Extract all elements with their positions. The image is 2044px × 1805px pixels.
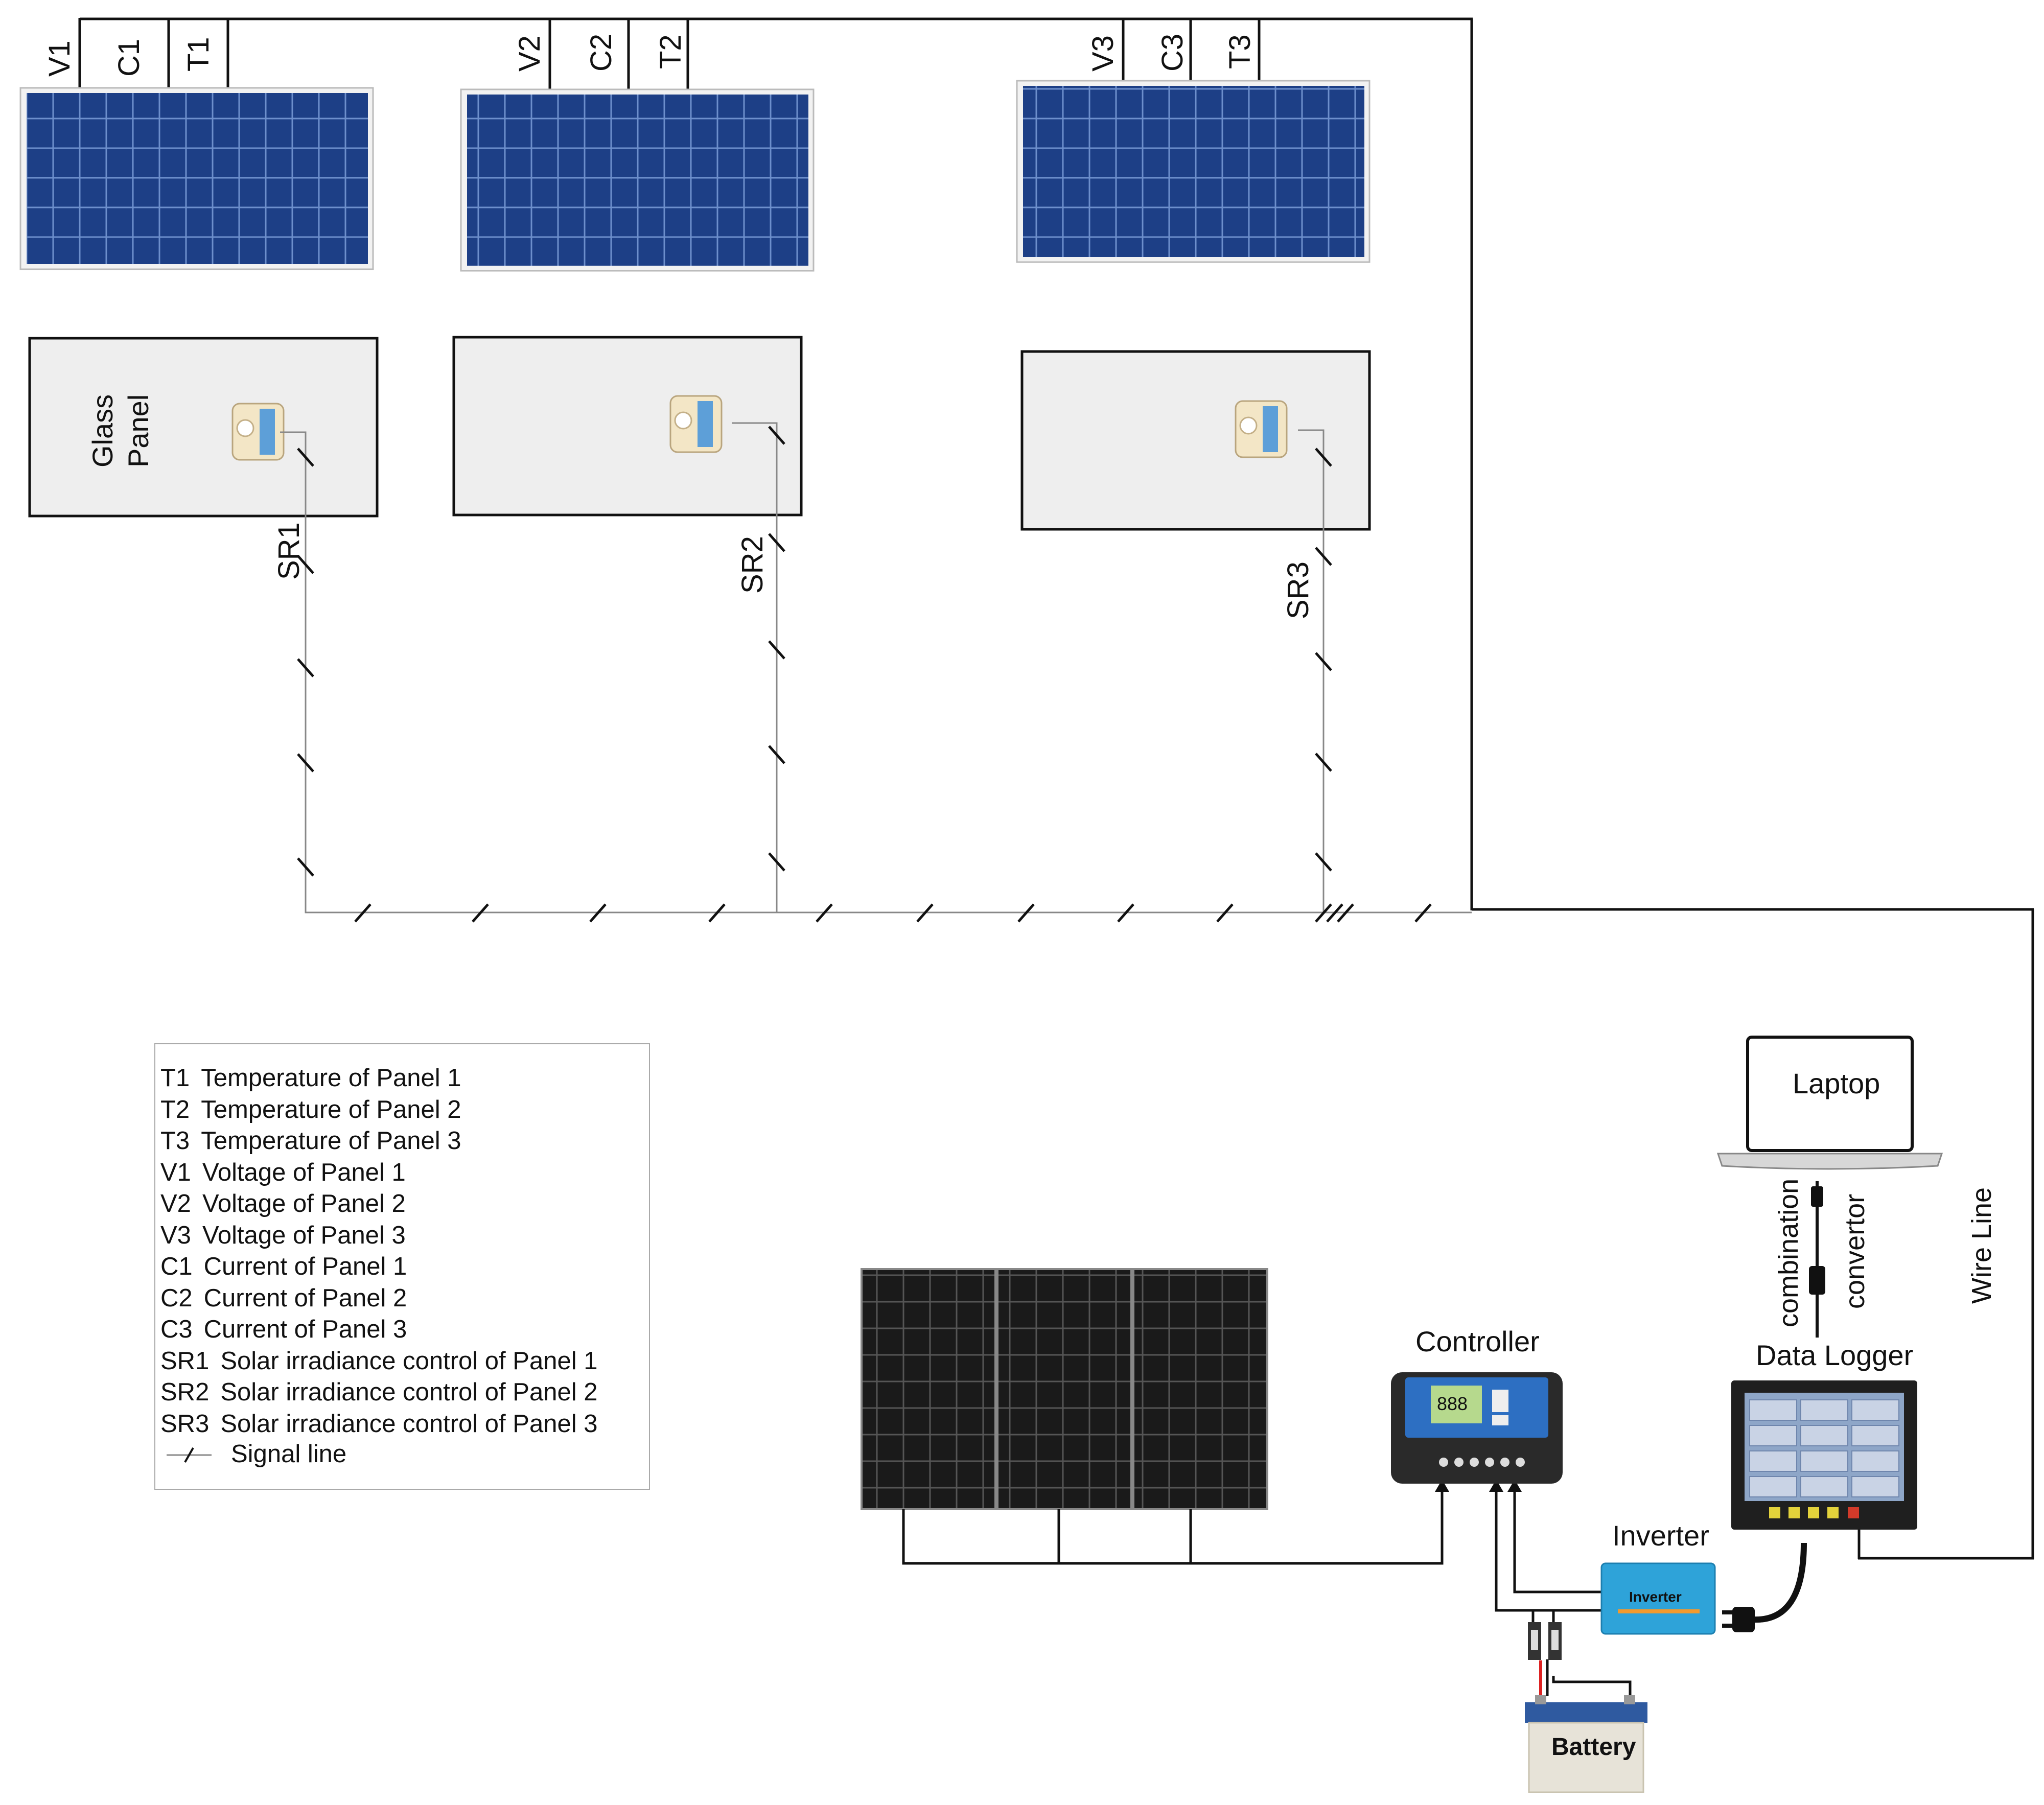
legend-code: C3 xyxy=(160,1316,193,1343)
legend-row: SR1 Solar irradiance control of Panel 1 xyxy=(160,1346,649,1377)
legend-row: T1 Temperature of Panel 1 xyxy=(160,1063,649,1094)
label-t1: T1 xyxy=(182,37,215,72)
label-t2: T2 xyxy=(654,34,687,69)
label-v3: V3 xyxy=(1086,35,1120,72)
glass-panel-1: Glass Panel xyxy=(28,337,379,518)
legend-row: C1 Current of Panel 1 xyxy=(160,1251,649,1283)
legend-code: C2 xyxy=(160,1284,193,1312)
pv-panel-3 xyxy=(1016,80,1371,263)
power-wiring xyxy=(902,1488,1632,1700)
data-logger-label: Data Logger xyxy=(1756,1339,1913,1371)
convertor-label: convertor xyxy=(1840,1194,1870,1309)
legend-row: C2 Current of Panel 2 xyxy=(160,1283,649,1315)
power-plug-icon xyxy=(1722,1542,1807,1632)
legend-row: T3 Temperature of Panel 3 xyxy=(160,1126,649,1157)
legend-text: Voltage of Panel 3 xyxy=(202,1221,406,1249)
signal-line-icon xyxy=(167,1447,212,1463)
label-c3: C3 xyxy=(1156,34,1189,72)
inverter-badge: Inverter xyxy=(1629,1589,1682,1605)
legend-code: C1 xyxy=(160,1253,193,1280)
legend-text: Voltage of Panel 2 xyxy=(202,1190,406,1217)
laptop-icon xyxy=(1716,1036,1943,1170)
legend-signal-row: Signal line xyxy=(160,1440,649,1468)
legend-row: SR2 Solar irradiance control of Panel 2 xyxy=(160,1377,649,1409)
legend-text: Temperature of Panel 2 xyxy=(201,1095,461,1123)
legend-code: SR1 xyxy=(160,1347,210,1375)
measurement-wires xyxy=(78,17,2034,1560)
legend-code: SR2 xyxy=(160,1378,210,1406)
label-v2: V2 xyxy=(513,35,546,72)
label-c2: C2 xyxy=(585,34,618,72)
wire-line-label: Wire Line xyxy=(1966,1187,1997,1304)
label-c1: C1 xyxy=(112,39,146,77)
legend-signal-text: Signal line xyxy=(231,1440,347,1468)
label-sr2: SR2 xyxy=(736,536,769,594)
legend-code: T3 xyxy=(160,1127,190,1155)
label-sr3: SR3 xyxy=(1282,561,1315,619)
label-sr1: SR1 xyxy=(272,522,306,580)
glass-panel-label-line2: Panel xyxy=(122,394,154,467)
legend-text: Temperature of Panel 1 xyxy=(201,1064,461,1092)
pv-panel-1 xyxy=(19,87,374,270)
legend-text: Current of Panel 3 xyxy=(203,1316,407,1343)
signal-lines xyxy=(280,422,1472,913)
label-t3: T3 xyxy=(1223,34,1257,69)
legend-text: Current of Panel 2 xyxy=(203,1284,407,1312)
measurement-labels: V1 C1 T1 V2 C2 T2 V3 C3 T3 xyxy=(43,34,1257,77)
label-v1: V1 xyxy=(43,40,76,77)
data-logger-icon xyxy=(1731,1380,1917,1530)
legend-text: Temperature of Panel 3 xyxy=(201,1127,461,1155)
glass-panel-label-line1: Glass xyxy=(86,394,119,467)
glass-panel-3 xyxy=(1020,350,1371,531)
laptop-label: Laptop xyxy=(1793,1067,1880,1099)
legend-text: Solar irradiance control of Panel 1 xyxy=(220,1347,598,1375)
controller-label: Controller xyxy=(1415,1325,1540,1357)
legend-row: C3 Current of Panel 3 xyxy=(160,1314,649,1346)
irradiance-sensor-3-icon xyxy=(1235,400,1288,458)
inverter-icon: Inverter xyxy=(1600,1562,1716,1635)
legend-text: Voltage of Panel 1 xyxy=(202,1158,406,1186)
legend-text: Solar irradiance control of Panel 2 xyxy=(220,1378,598,1406)
legend-code: T1 xyxy=(160,1064,190,1092)
legend-row: SR3 Solar irradiance control of Panel 3 xyxy=(160,1409,649,1440)
controller-arrows xyxy=(1435,1480,1522,1492)
legend-text: Solar irradiance control of Panel 3 xyxy=(220,1410,598,1438)
fuse-icon xyxy=(1528,1622,1562,1660)
glass-panel-2 xyxy=(452,336,803,517)
battery-icon xyxy=(1525,1695,1647,1793)
legend-row: V2 Voltage of Panel 2 xyxy=(160,1188,649,1220)
legend-text: Current of Panel 1 xyxy=(203,1253,407,1280)
pv-panel-2 xyxy=(460,88,815,272)
legend-row: T2 Temperature of Panel 2 xyxy=(160,1094,649,1126)
legend-code: T2 xyxy=(160,1095,190,1123)
irradiance-sensor-2-icon xyxy=(669,395,723,453)
battery-label: Battery xyxy=(1551,1733,1636,1761)
convertor-cable-icon xyxy=(1809,1181,1825,1338)
legend-code: SR3 xyxy=(160,1410,210,1438)
legend-code: V3 xyxy=(160,1221,191,1249)
legend-code: V1 xyxy=(160,1158,191,1186)
signal-ticks xyxy=(297,426,1432,923)
legend-row: V1 Voltage of Panel 1 xyxy=(160,1157,649,1189)
pv-array xyxy=(861,1268,1268,1510)
irradiance-sensor-1-icon xyxy=(231,403,285,461)
combination-label: combination xyxy=(1773,1179,1804,1327)
legend-row: V3 Voltage of Panel 3 xyxy=(160,1220,649,1252)
legend-code: V2 xyxy=(160,1190,191,1217)
charge-controller-icon: 888 xyxy=(1391,1372,1563,1484)
inverter-label: Inverter xyxy=(1612,1519,1709,1552)
controller-display: 888 xyxy=(1437,1393,1468,1414)
